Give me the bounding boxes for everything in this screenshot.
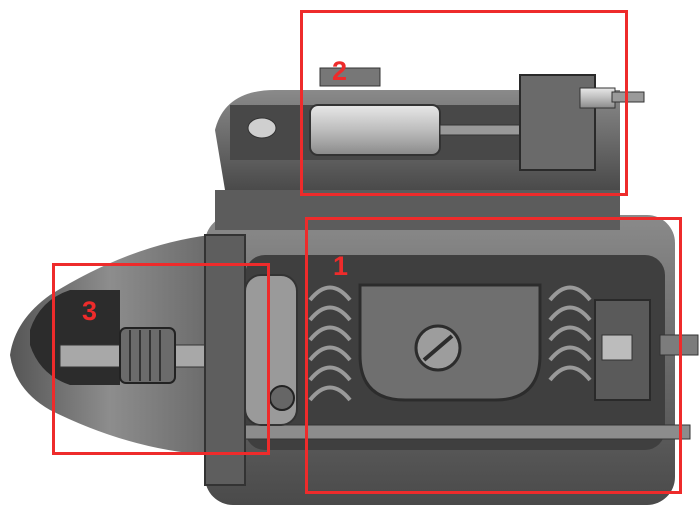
region-box-1	[305, 217, 682, 494]
armature-windings	[308, 285, 592, 402]
pinion-teeth	[129, 330, 161, 381]
pinion-gear	[119, 327, 176, 384]
region-box-2	[300, 10, 628, 196]
region-label-3: 3	[82, 296, 98, 326]
contact-cap	[519, 74, 596, 171]
region-box-3	[52, 263, 270, 455]
region-label-2: 2	[332, 56, 348, 86]
terminal-stud	[611, 91, 645, 103]
end-flange	[204, 234, 246, 486]
region-label-1: 1	[333, 251, 349, 281]
